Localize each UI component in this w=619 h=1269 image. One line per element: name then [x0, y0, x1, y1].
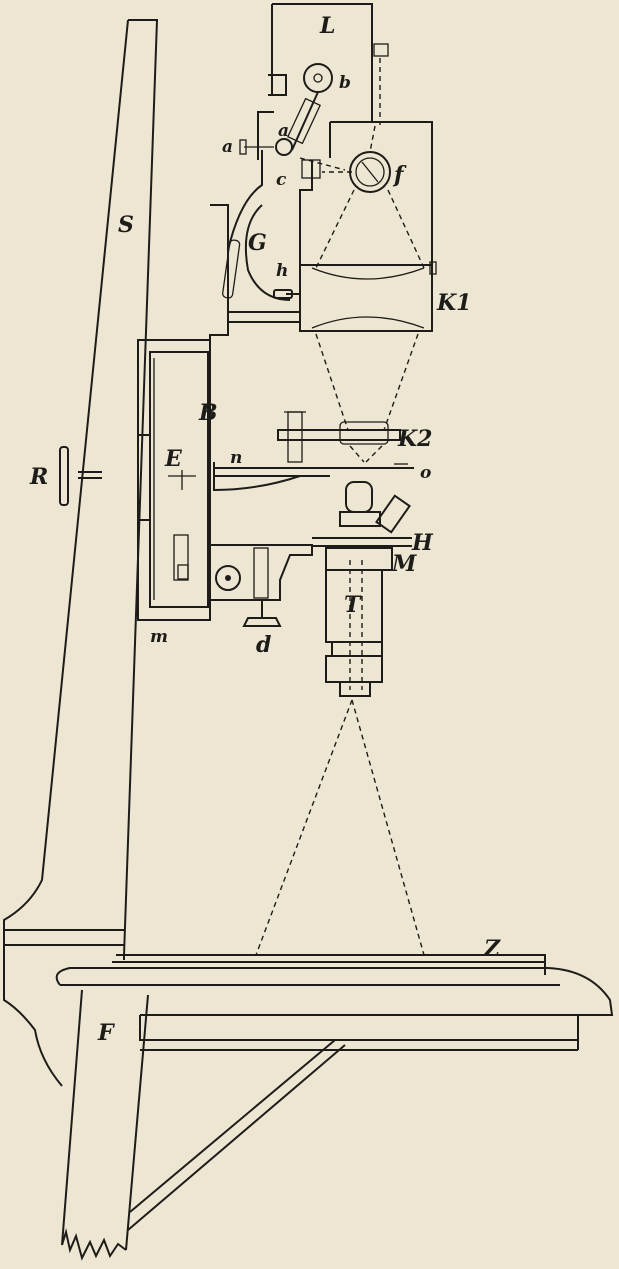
- objective-tube-T: [312, 481, 412, 697]
- label-G: G: [248, 230, 267, 256]
- label-o: o: [420, 463, 431, 483]
- leg-F: [61, 989, 346, 1261]
- label-L: L: [319, 13, 335, 39]
- lens-K1: [273, 261, 437, 431]
- lower-bracket-d: [210, 544, 313, 627]
- label-M: M: [391, 551, 417, 577]
- lamp-housing-L: [271, 3, 389, 125]
- label-h: h: [276, 261, 288, 281]
- label-f: f: [392, 162, 407, 188]
- condenser-housing: [299, 121, 433, 269]
- baseboard-Z: [3, 929, 614, 1087]
- label-d: d: [256, 632, 271, 658]
- label-Z: Z: [483, 936, 501, 962]
- label-S: S: [118, 212, 134, 238]
- label-T: T: [344, 592, 362, 618]
- label-b: b: [339, 73, 351, 93]
- label-B: B: [198, 400, 218, 426]
- label-F: F: [97, 1020, 115, 1046]
- label-R: R: [29, 464, 48, 490]
- lamp-bracket-G: [222, 74, 300, 323]
- crank-R: [59, 446, 102, 506]
- labels: L b a a c f S G h K1 B K2 n o R E H M T …: [29, 13, 501, 1046]
- carriage-B: [137, 204, 229, 621]
- label-K1: K1: [436, 290, 471, 316]
- label-m: m: [150, 627, 168, 647]
- label-K2: K2: [397, 426, 432, 452]
- label-E: E: [164, 446, 183, 472]
- projection-rays: [255, 699, 425, 956]
- stage-K2: [213, 411, 414, 492]
- label-c: c: [276, 170, 287, 190]
- label-a-left: a: [222, 137, 233, 157]
- label-H: H: [411, 530, 434, 556]
- column-S: [3, 19, 159, 960]
- arc-lamp-regulator: [239, 63, 346, 171]
- label-a-right: a: [278, 121, 289, 141]
- label-n: n: [230, 448, 242, 468]
